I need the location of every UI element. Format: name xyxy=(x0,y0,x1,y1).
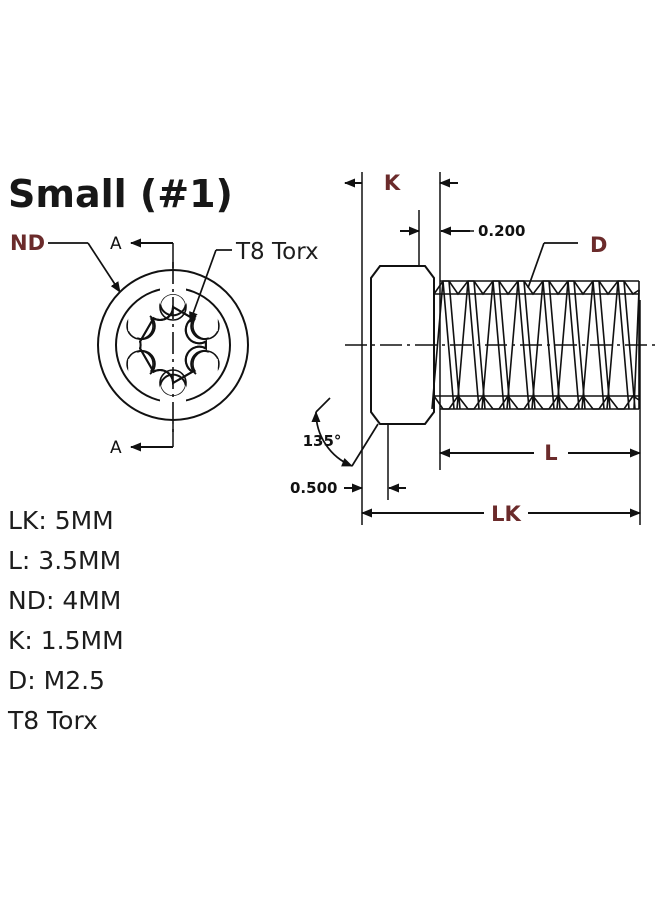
d-leader xyxy=(527,242,578,289)
section-label-bottom: A xyxy=(110,438,122,458)
angle-dimension-value: 135° xyxy=(303,432,342,450)
underhead-dimension-value: 0.500 xyxy=(290,479,337,497)
torx-relief-arc-3 xyxy=(190,349,210,375)
side-view-group: K 0.200 135° 0.500 xyxy=(290,171,655,526)
torx-leader xyxy=(189,249,232,323)
page-title: Small (#1) xyxy=(8,172,233,216)
spec-item-d: D: M2.5 xyxy=(8,666,105,695)
k-label: K xyxy=(384,171,401,195)
front-view-group: A A ND T8 Torx xyxy=(10,231,319,458)
screw-head-profile xyxy=(370,265,435,425)
torx-relief-arc-5 xyxy=(136,349,156,375)
d-label: D xyxy=(590,233,607,257)
nd-leader xyxy=(48,242,121,293)
nd-label: ND xyxy=(10,231,45,255)
dimension-angle-135 xyxy=(311,397,379,467)
spec-item-l: L: 3.5MM xyxy=(8,546,121,575)
torx-star-outline xyxy=(139,305,207,385)
torx-relief-arc-6 xyxy=(136,315,156,341)
section-label-top: A xyxy=(110,234,122,254)
torx-socket xyxy=(126,287,220,403)
chamfer-dimension-value: 0.200 xyxy=(478,222,525,240)
spec-item-lk: LK: 5MM xyxy=(8,506,114,535)
spec-item-drive: T8 Torx xyxy=(7,706,98,735)
specification-list: LK: 5MM L: 3.5MM ND: 4MM K: 1.5MM D: M2.… xyxy=(7,506,124,735)
section-marker-bottom: A xyxy=(110,424,174,458)
torx-label: T8 Torx xyxy=(235,239,319,265)
spec-item-k: K: 1.5MM xyxy=(8,626,124,655)
thread-crest-zigzag-top xyxy=(433,280,640,296)
thread-crest-zigzag-bottom xyxy=(433,394,640,410)
l-label: L xyxy=(544,441,557,465)
section-marker-top: A xyxy=(110,234,174,268)
spec-item-nd: ND: 4MM xyxy=(8,586,121,615)
lk-label: LK xyxy=(491,502,521,526)
